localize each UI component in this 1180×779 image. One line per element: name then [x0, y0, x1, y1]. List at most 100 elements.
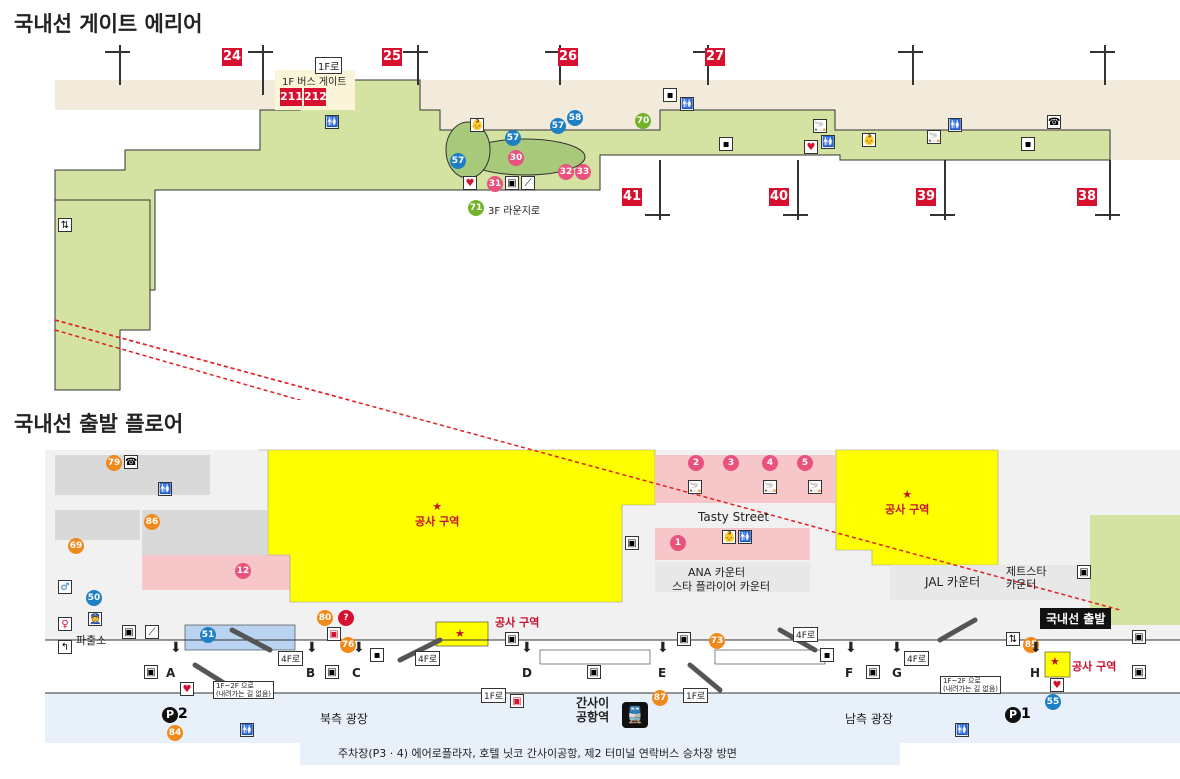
poi-79: 79: [106, 455, 122, 471]
atm-icon: ▣: [505, 632, 519, 646]
floor-1f-2f-note: 1F~2F 으로 (내려가는 길 없음): [940, 676, 1001, 694]
entry-arrow: ⬇: [306, 640, 318, 656]
poi-86: 86: [144, 514, 160, 530]
poi-30: 30: [508, 150, 524, 166]
police-box-label: 파출소: [76, 634, 107, 647]
entry-arrow: ⬇: [170, 640, 182, 656]
to-1f-label: 1F로: [315, 57, 343, 74]
floor-1f-2f-note: 1F~2F 으로 (내려가는 길 없음): [213, 681, 274, 699]
baby-room-icon: 👶: [470, 118, 484, 132]
atm-icon: ▣: [122, 625, 136, 639]
escalator-icon: ⟋: [521, 176, 535, 190]
bus-gate-211: 211: [280, 88, 303, 106]
aed-icon: ♥: [1050, 678, 1064, 692]
poi-57-c: 57: [550, 118, 566, 134]
entry-arrow: ⬇: [657, 640, 669, 656]
poi-50: 50: [86, 590, 102, 606]
restroom-icon: 🚻: [738, 530, 752, 544]
gate-26: 26: [558, 48, 578, 66]
poi-76: 76: [340, 637, 356, 653]
poi-84: 84: [167, 725, 183, 741]
baby-room-icon: 👶: [722, 530, 736, 544]
smoking-icon: 🚬: [763, 480, 777, 494]
aed-icon: ♥: [180, 682, 194, 696]
ana-counter-label: ANA 카운터: [688, 566, 746, 579]
poi-31: 31: [487, 176, 503, 192]
restroom-icon: 🚻: [821, 135, 835, 149]
jetstar-counter-label: 제트스타 카운터: [1006, 565, 1047, 591]
gate-24: 24: [222, 48, 242, 66]
construction-zone-1: ★공사 구역: [415, 500, 460, 528]
gate-41: 41: [622, 188, 642, 206]
to-4f-label: 4F로: [415, 651, 441, 666]
atm-icon: ▣: [144, 665, 158, 679]
restroom-icon: 🚻: [948, 118, 962, 132]
phone-icon: ☎: [124, 455, 138, 469]
atm-icon: ▣: [1077, 565, 1091, 579]
poi-80: 80: [317, 610, 333, 626]
poi-85: 85: [1023, 637, 1039, 653]
restroom-icon: 🚻: [325, 115, 339, 129]
tasty-street-label: Tasty Street: [698, 510, 770, 524]
construction-zone-4: 공사 구역: [1072, 660, 1117, 673]
entrance-a: A: [166, 666, 176, 680]
poi-3: 3: [723, 455, 739, 471]
to-4f-label: 4F로: [904, 651, 930, 666]
atm-icon: ▣: [677, 632, 691, 646]
restroom-icon: 🚻: [240, 723, 254, 737]
elevator-icon: ⇅: [1006, 632, 1020, 646]
entry-arrow: ⬇: [1030, 640, 1042, 656]
south-plaza-label: 남측 광장: [845, 712, 893, 726]
smoking-icon: 🚬: [688, 480, 702, 494]
construction-zone-3: 공사 구역: [495, 616, 540, 629]
poi-58: 58: [567, 110, 583, 126]
baggage-icon: ▪: [370, 648, 384, 662]
entrance-d: D: [522, 666, 532, 680]
atm-icon: ▣: [1132, 665, 1146, 679]
shop-icon: ▪: [719, 137, 733, 151]
bottom-notice: 주차장(P3 · 4) 에어로플라자, 호텔 닛코 간사이공항, 제2 터미널 …: [338, 747, 737, 760]
to-4f-label: 4F로: [278, 651, 304, 666]
poi-4: 4: [762, 455, 778, 471]
entry-arrow: ⬇: [845, 640, 857, 656]
to-4f-label: 4F로: [793, 627, 819, 642]
smoking-icon: 🚬: [808, 480, 822, 494]
shop-icon: ▪: [1021, 137, 1035, 151]
restroom-icon: 🚻: [158, 482, 172, 496]
star-flyer-counter-label: 스타 플라이어 카운터: [672, 580, 771, 593]
atm-icon: ▣: [625, 536, 639, 550]
poi-2: 2: [688, 455, 704, 471]
atm-icon: ▣: [866, 665, 880, 679]
restroom-icon: 🚻: [955, 723, 969, 737]
entrance-b: B: [306, 666, 316, 680]
poi-33: 33: [575, 164, 591, 180]
poi-55: 55: [1045, 694, 1061, 710]
gate-area-title: 국내선 게이트 에리어: [14, 12, 203, 36]
train-icon: 🚆: [622, 702, 648, 728]
elevator-icon: ⇅: [58, 218, 72, 232]
entry-arrow: ⬇: [891, 640, 903, 656]
gate-38: 38: [1077, 188, 1097, 206]
poi-73: 73: [709, 633, 725, 649]
poi-87: 87: [652, 690, 668, 706]
poi-57-a: 57: [450, 153, 466, 169]
vending-icon: ▣: [327, 627, 341, 641]
atm-icon: ▣: [587, 665, 601, 679]
north-plaza-label: 북측 광장: [320, 712, 368, 726]
atm-icon: ▣: [325, 665, 339, 679]
baby-room-icon: 👶: [862, 133, 876, 147]
phone-icon: ☎: [1047, 115, 1061, 129]
vending-icon: ▣: [510, 694, 524, 708]
entrance-g: G: [892, 666, 902, 680]
poi-5: 5: [797, 455, 813, 471]
to-1f-label: 1F로: [481, 688, 507, 703]
jal-counter-label: JAL 카운터: [925, 575, 981, 589]
poi-57-b: 57: [505, 130, 521, 146]
entrance-e: E: [658, 666, 667, 680]
atm-icon: ▣: [505, 176, 519, 190]
atm-icon: ▣: [1132, 630, 1146, 644]
entrance-f: F: [845, 666, 854, 680]
